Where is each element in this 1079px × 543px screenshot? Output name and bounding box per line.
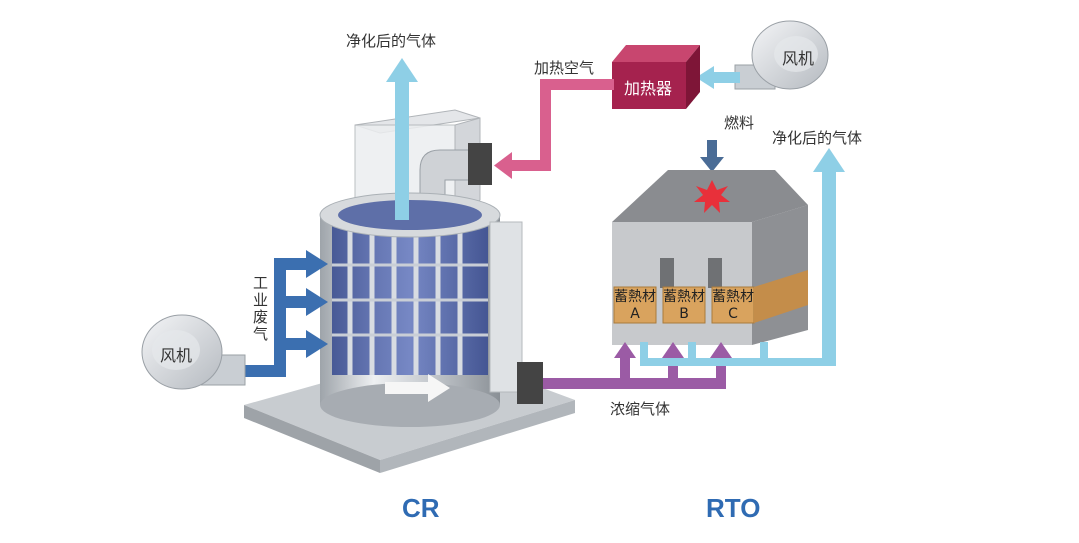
bed-a-id: A [630,306,640,322]
fan-top-label: 风机 [782,49,815,68]
bed-c-material: 蓄熱材 [712,289,754,305]
fuel-arrow [700,140,724,172]
cr-unit [244,109,575,473]
fan-top [734,20,829,90]
fuel-label: 燃料 [724,114,755,132]
cr-title: CR [402,493,440,523]
rto-clean-gas-arrows [640,148,845,366]
bed-c-id: C [728,306,738,322]
heated-air-arrow [494,79,614,179]
heater-label: 加热器 [624,79,673,98]
bed-b-material: 蓄熱材 [663,289,705,305]
waste-gas-arrows [240,250,328,377]
cr-clean-gas-arrow [386,58,418,220]
fan-left [141,314,246,390]
heater [612,45,700,109]
bed-a-material: 蓄熱材 [614,289,656,305]
heated-air-label: 加热空气 [534,59,595,77]
industrial-waste-gas-label: 工业废气 [251,275,269,343]
concentrated-gas-arrows [543,342,732,389]
rto-exhaust-label: 净化后的气体 [772,129,863,147]
concentrated-gas-label: 浓缩气体 [610,400,671,418]
fan-left-label: 风机 [160,346,193,365]
rotor-cells [332,225,488,375]
rto-title: RTO [706,493,761,523]
bed-c: 蓄熱材 C [712,289,754,323]
flame-icon [694,180,730,213]
rto-unit [612,170,808,345]
cr-exhaust-label: 净化后的气体 [346,32,437,50]
bed-b: 蓄熱材 B [663,289,705,323]
bed-b-id: B [679,306,689,322]
fan-to-heater-arrow [696,66,740,89]
bed-a: 蓄熱材 A [614,289,656,323]
rotation-arrow [385,374,450,402]
